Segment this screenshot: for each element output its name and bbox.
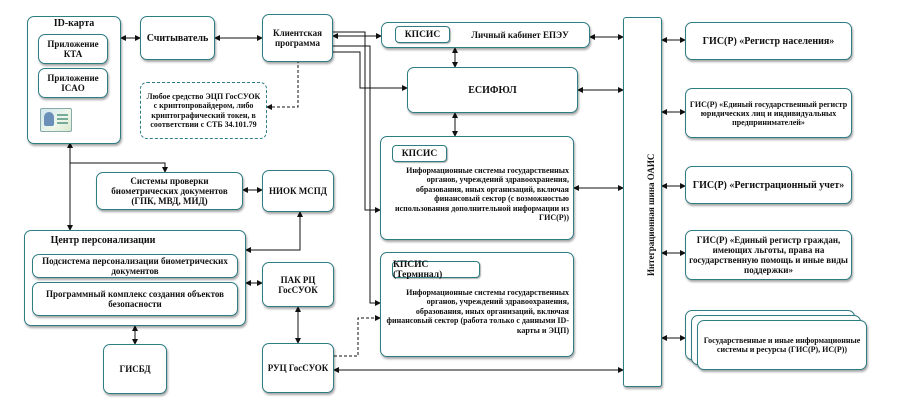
gis-benefits-register: ГИС(Р) «Единый регистр граждан, имеющих … xyxy=(685,230,852,280)
client-program-box: Клиентская программа xyxy=(262,14,333,62)
kpsis-mid-text: Информационные системы государственных о… xyxy=(394,166,569,223)
kpsis-mid-tag-label: КПСИС xyxy=(401,148,438,159)
app-kta: Приложение КТА xyxy=(38,34,108,64)
gis-population-register-label: ГИС(Р) «Регистр населения» xyxy=(702,35,835,47)
integration-bus-label: Интеграционная шина ОАИС xyxy=(646,153,656,277)
kpsis-terminal-tag-label: КПСИС (Терминал) xyxy=(393,259,443,280)
perso-subsystem-box: Подсистема персонализации биометрических… xyxy=(32,254,238,278)
gis-legal-entities-register-label: ГИС(Р) «Единый государственный регистр ю… xyxy=(689,99,848,127)
niok-label: НИОК МСПД xyxy=(269,186,327,196)
perso-subsystem-label: Подсистема персонализации биометрических… xyxy=(42,256,228,276)
gis-benefits-register-label: ГИС(Р) «Единый регистр граждан, имеющих … xyxy=(689,235,848,275)
kpsis-top-label: КПСИС xyxy=(404,29,441,40)
client-program-label: Клиентская программа xyxy=(273,28,322,48)
pak-rc-label: ПАК РЦ ГосСУОК xyxy=(278,274,318,295)
gisbd-box: ГИСБД xyxy=(103,344,167,394)
gis-other-systems: Государственные и иные информационные си… xyxy=(697,320,867,370)
kpsis-mid-tag: КПСИС xyxy=(392,145,447,162)
reader-box: Считыватель xyxy=(140,16,215,60)
perso-center-title: Центр персонализации xyxy=(50,235,156,246)
app-kta-label: Приложение КТА xyxy=(47,39,99,59)
reader-label: Считыватель xyxy=(146,32,209,44)
kpsis-top-tag: КПСИС xyxy=(395,26,450,43)
perso-software-box: Программный комплекс создания объектов б… xyxy=(32,282,238,316)
id-card-photo-icon xyxy=(40,108,72,132)
esifiul-label: ЕСИФЮЛ xyxy=(468,84,517,96)
pak-rc-box: ПАК РЦ ГосСУОК xyxy=(262,262,334,307)
id-card-title: ID-карта xyxy=(53,18,95,29)
crypto-note-box: Любое средство ЭЦП ГосСУОК с криптопрова… xyxy=(140,82,267,139)
gis-registration-accounting-label: ГИС(Р) «Регистрационный учет» xyxy=(692,179,845,191)
gisbd-label: ГИСБД xyxy=(119,364,151,374)
gis-legal-entities-register: ГИС(Р) «Единый государственный регистр ю… xyxy=(685,88,852,138)
gis-other-systems-label: Государственные и иные информационные си… xyxy=(703,336,861,354)
gis-population-register: ГИС(Р) «Регистр населения» xyxy=(685,22,852,60)
perso-software-label: Программный комплекс создания объектов б… xyxy=(45,289,225,309)
niok-box: НИОК МСПД xyxy=(262,170,334,212)
kpsis-terminal-text: Информационные системы государственных о… xyxy=(386,288,569,335)
ruts-label: РУЦ ГосСУОК xyxy=(267,363,329,373)
kpsis-terminal-tag: КПСИС (Терминал) xyxy=(392,259,480,280)
app-icao: Приложение ICAO xyxy=(38,68,108,98)
ruts-box: РУЦ ГосСУОК xyxy=(262,343,334,393)
bio-check-box: Системы проверки биометрических документ… xyxy=(96,172,243,210)
crypto-note-text: Любое средство ЭЦП ГосСУОК с криптопрова… xyxy=(146,92,261,129)
app-icao-label: Приложение ICAO xyxy=(47,73,99,93)
gis-registration-accounting: ГИС(Р) «Регистрационный учет» xyxy=(685,166,852,204)
bio-check-label: Системы проверки биометрических документ… xyxy=(111,176,228,206)
integration-bus xyxy=(623,17,662,387)
esifiul-box: ЕСИФЮЛ xyxy=(407,67,578,113)
personal-cabinet-label: Личный кабинет ЕПЭУ xyxy=(471,30,569,40)
